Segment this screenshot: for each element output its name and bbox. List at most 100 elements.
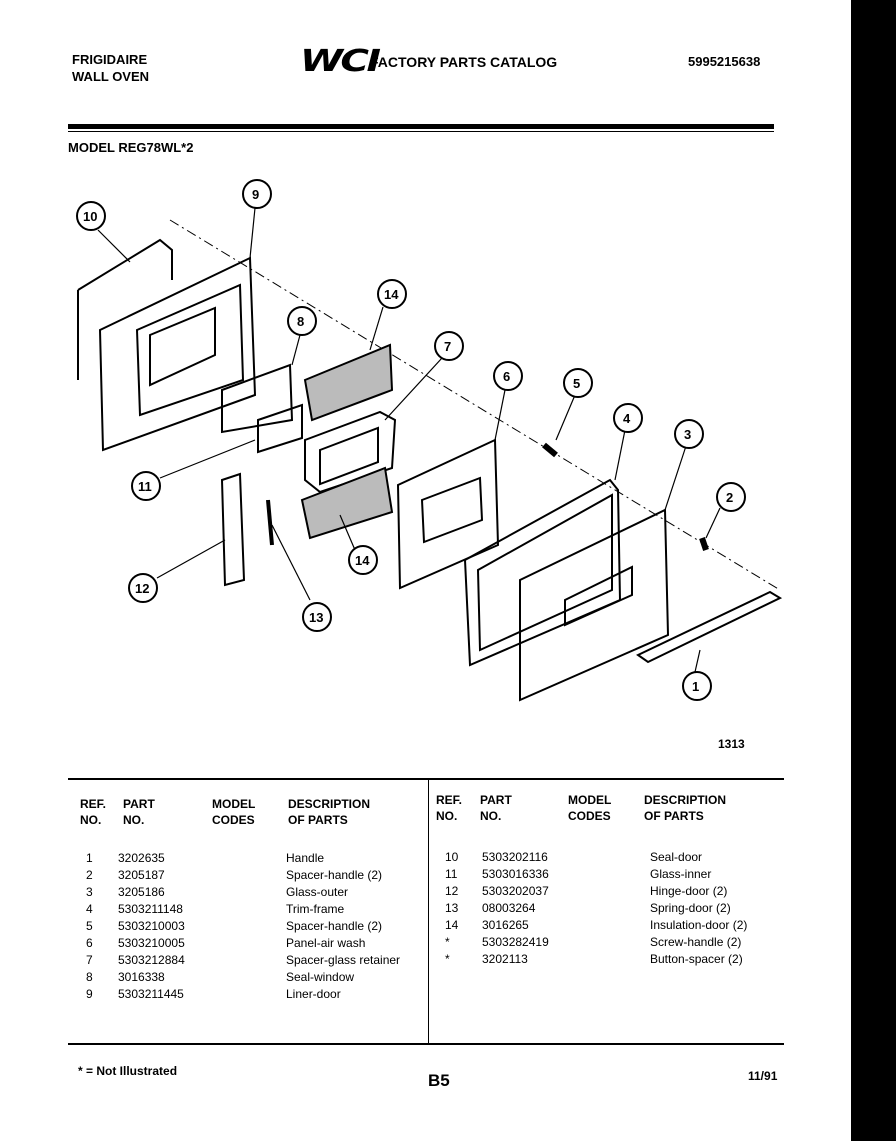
ref-cell: 12 <box>445 884 459 898</box>
callout-9: 9 <box>242 179 272 209</box>
description-cell: Glass-inner <box>650 867 712 881</box>
part-number-cell: 5303282419 <box>482 935 549 949</box>
svg-text:13: 13 <box>309 610 323 625</box>
part-number-cell: 3202113 <box>482 952 528 966</box>
callout-14-top: 14 <box>377 279 407 309</box>
callout-1: 1 <box>682 671 712 701</box>
svg-text:9: 9 <box>252 187 259 202</box>
description-cell: Screw-handle (2) <box>650 935 742 949</box>
hinge-door-shape <box>220 472 246 587</box>
description-cell: Trim-frame <box>286 902 345 916</box>
part-number-cell: 5303202116 <box>482 850 548 864</box>
part-number-cell: 5303210005 <box>118 936 185 950</box>
model-label: MODEL REG78WL*2 <box>68 140 194 155</box>
description-cell: Handle <box>286 851 325 865</box>
header-rule <box>68 124 774 129</box>
description-cell: Insulation-door (2) <box>650 918 748 932</box>
svg-text:3: 3 <box>684 427 691 442</box>
ref-cell: 1 <box>86 851 93 865</box>
panel-air-wash-shape <box>396 438 500 590</box>
description-cell: Glass-outer <box>286 885 349 899</box>
description-cell: Seal-door <box>650 850 703 864</box>
ref-cell: * <box>445 952 450 966</box>
part-number-cell: 5303211148 <box>118 902 183 916</box>
callout-2: 2 <box>716 482 746 512</box>
ref-cell: 2 <box>86 868 93 882</box>
handle-shape <box>636 590 783 664</box>
callout-5: 5 <box>563 368 593 398</box>
trim-frame-shape <box>463 478 622 667</box>
figure-number: 1313 <box>718 737 745 751</box>
insulation-bottom-shape <box>300 466 394 540</box>
glass-outer-shape <box>519 508 670 702</box>
svg-text:14: 14 <box>384 287 399 302</box>
product-name: WALL OVEN <box>72 69 150 84</box>
description-cell: Button-spacer (2) <box>650 952 743 966</box>
svg-text:10: 10 <box>83 209 97 224</box>
seal-window-shape <box>221 363 294 434</box>
svg-text:12: 12 <box>135 581 149 596</box>
description-cell: Spacer-glass retainer <box>286 953 401 967</box>
part-number-cell: 08003264 <box>482 901 536 915</box>
part-number-cell: 3205187 <box>118 868 165 882</box>
ref-cell: 8 <box>86 970 93 984</box>
svg-text:11: 11 <box>138 479 152 494</box>
description-cell: Panel-air wash <box>286 936 366 950</box>
ref-cell: 14 <box>445 918 459 932</box>
part-number-cell: 5303212884 <box>118 953 185 967</box>
ref-cell: * <box>445 935 450 949</box>
spacer-glass-retainer-shape <box>304 410 397 494</box>
callout-12: 12 <box>128 573 158 603</box>
page-number: B5 <box>428 1071 450 1090</box>
description-cell: Spacer-handle (2) <box>286 868 383 882</box>
callout-3: 3 <box>674 419 704 449</box>
part-number-cell: 3016338 <box>118 970 165 984</box>
description-cell: Spacer-handle (2) <box>286 919 383 933</box>
callout-6: 6 <box>493 361 523 391</box>
brand-name: FRIGIDAIRE <box>72 52 148 67</box>
table-divider <box>428 780 429 1043</box>
ref-cell: 13 <box>445 901 459 915</box>
catalog-number: 5995215638 <box>688 54 761 69</box>
assembly-axis <box>169 219 781 591</box>
liner-door-shape <box>98 256 257 452</box>
catalog-title: FACTORY PARTS CATALOG <box>370 54 558 70</box>
part-number-cell: 5303211445 <box>118 987 184 1001</box>
callout-4: 4 <box>613 403 643 433</box>
callout-11: 11 <box>131 471 161 501</box>
table-top-rule <box>68 778 784 780</box>
spacer-handle-shape <box>542 442 558 458</box>
description-cell: Hinge-door (2) <box>650 884 728 898</box>
glass-inner-shape <box>257 403 303 454</box>
description-cell: Seal-window <box>286 970 355 984</box>
svg-text:6: 6 <box>503 369 510 384</box>
spacer-handle-2-shape <box>699 537 709 551</box>
svg-text:1: 1 <box>692 679 699 694</box>
ref-cell: 10 <box>445 850 459 864</box>
svg-text:7: 7 <box>444 339 451 354</box>
description-cell: Spring-door (2) <box>650 901 731 915</box>
ref-cell: 7 <box>86 953 93 967</box>
callout-7: 7 <box>434 331 464 361</box>
ref-cell: 3 <box>86 885 93 899</box>
svg-text:2: 2 <box>726 490 733 505</box>
part-number-cell: 3016265 <box>482 918 529 932</box>
insulation-top-shape <box>303 343 394 422</box>
svg-text:8: 8 <box>297 314 304 329</box>
svg-text:14: 14 <box>355 553 370 568</box>
svg-text:5: 5 <box>573 376 580 391</box>
ref-cell: 6 <box>86 936 93 950</box>
ref-cell: 9 <box>86 987 93 1001</box>
table-bottom-rule <box>68 1043 784 1045</box>
svg-text:4: 4 <box>623 411 631 426</box>
part-number-cell: 5303016336 <box>482 867 549 881</box>
part-number-cell: 3202635 <box>118 851 165 865</box>
scan-edge-bar <box>851 0 896 1141</box>
part-number-cell: 5303210003 <box>118 919 185 933</box>
part-number-cell: 5303202037 <box>482 884 549 898</box>
callout-13: 13 <box>302 602 332 632</box>
ref-cell: 5 <box>86 919 93 933</box>
wci-logo: WCI <box>300 44 381 79</box>
seal-door-shape <box>77 238 173 380</box>
spring-door-shape <box>266 499 274 546</box>
